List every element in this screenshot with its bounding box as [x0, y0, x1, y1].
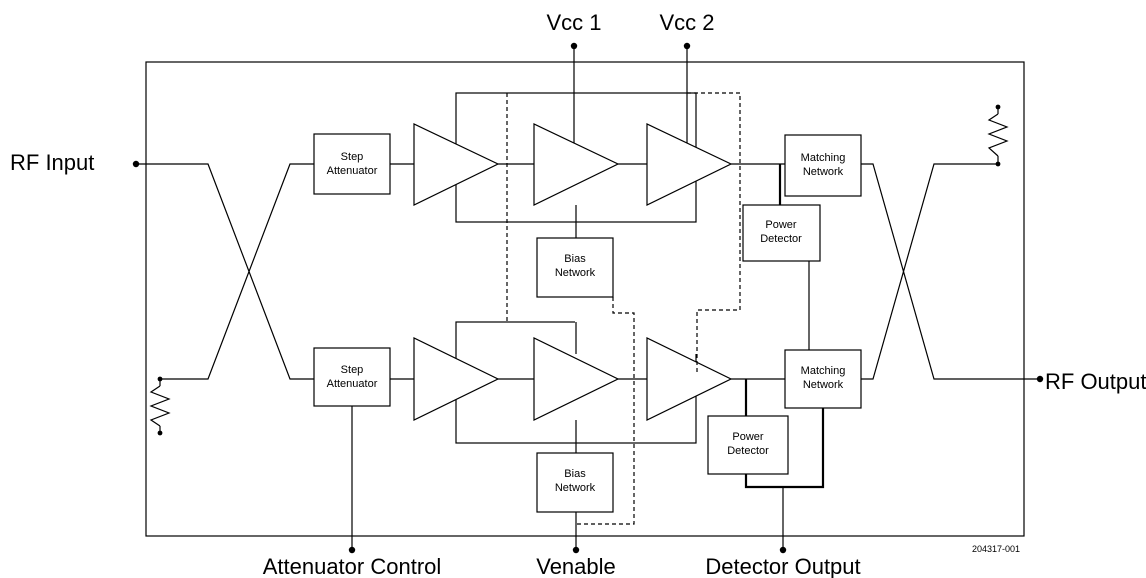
enable-dashed-line-b	[576, 297, 635, 525]
amplifier-lower-stage1	[413, 337, 500, 421]
matching-network-lower-line1: Matching	[801, 365, 846, 377]
matching-network-upper-line2: Network	[803, 166, 844, 178]
power-detector-lower-line2: Detector	[727, 445, 769, 457]
matching-network-lower: Matching Network	[784, 349, 862, 409]
power-detector-upper-line2: Detector	[760, 233, 802, 245]
input-hybrid-coupler	[136, 163, 314, 380]
pin-rf-input-label: RF Input	[10, 150, 94, 175]
bias-network-upper-line1: Bias	[564, 253, 586, 265]
matching-network-upper-line1: Matching	[801, 152, 846, 164]
input-termination-resistor	[149, 376, 171, 436]
pin-attenuator-control: Attenuator Control	[263, 546, 442, 578]
pin-detector-output-label: Detector Output	[705, 554, 860, 578]
pin-attenuator-control-label: Attenuator Control	[263, 554, 442, 578]
amplifier-lower-stage2	[533, 337, 620, 421]
pin-rf-output-label: RF Output	[1045, 369, 1146, 394]
pin-vcc2: Vcc 2	[659, 10, 715, 166]
bias-network-lower-line1: Bias	[564, 468, 586, 480]
amplifier-lower-stage3	[646, 337, 733, 421]
enable-dashed-line-c	[687, 92, 741, 372]
bias-network-upper: Bias Network	[536, 237, 614, 298]
matching-network-upper: Matching Network	[784, 134, 862, 197]
amplifier-upper-stage1	[413, 123, 500, 206]
amplifier-upper-stage3	[646, 123, 733, 206]
step-attenuator-lower-line1: Step	[341, 364, 364, 376]
package-outline	[145, 61, 1025, 537]
pin-vcc1-label: Vcc 1	[546, 10, 601, 35]
step-attenuator-upper-line2: Attenuator	[327, 165, 378, 177]
power-detector-upper: Power Detector	[742, 204, 821, 262]
amplifier-upper-stage2	[533, 123, 620, 206]
pin-vcc2-label: Vcc 2	[659, 10, 714, 35]
pin-venable-label: Venable	[536, 554, 616, 578]
step-attenuator-lower: Step Attenuator	[313, 347, 391, 407]
detector-output-trace	[744, 408, 825, 489]
figure-id: 204317-001	[972, 544, 1020, 554]
power-detector-lower-line1: Power	[732, 431, 764, 443]
step-attenuator-upper-line1: Step	[341, 151, 364, 163]
bias-network-lower-line2: Network	[555, 482, 596, 494]
bias-network-upper-line2: Network	[555, 267, 596, 279]
pin-rf-output: RF Output	[1036, 369, 1146, 394]
pin-detector-output: Detector Output	[705, 546, 861, 578]
power-detector-lower: Power Detector	[707, 415, 789, 475]
power-detector-upper-line1: Power	[765, 219, 797, 231]
matching-network-lower-line2: Network	[803, 379, 844, 391]
step-attenuator-lower-line2: Attenuator	[327, 378, 378, 390]
output-hybrid-coupler	[861, 163, 1040, 380]
pin-rf-input: RF Input	[10, 150, 140, 175]
step-attenuator-upper: Step Attenuator	[313, 133, 391, 195]
bias-network-lower: Bias Network	[536, 452, 614, 513]
output-termination-resistor	[987, 104, 1009, 167]
lower-bypass-mask	[575, 320, 699, 354]
pin-venable: Venable	[536, 546, 616, 578]
